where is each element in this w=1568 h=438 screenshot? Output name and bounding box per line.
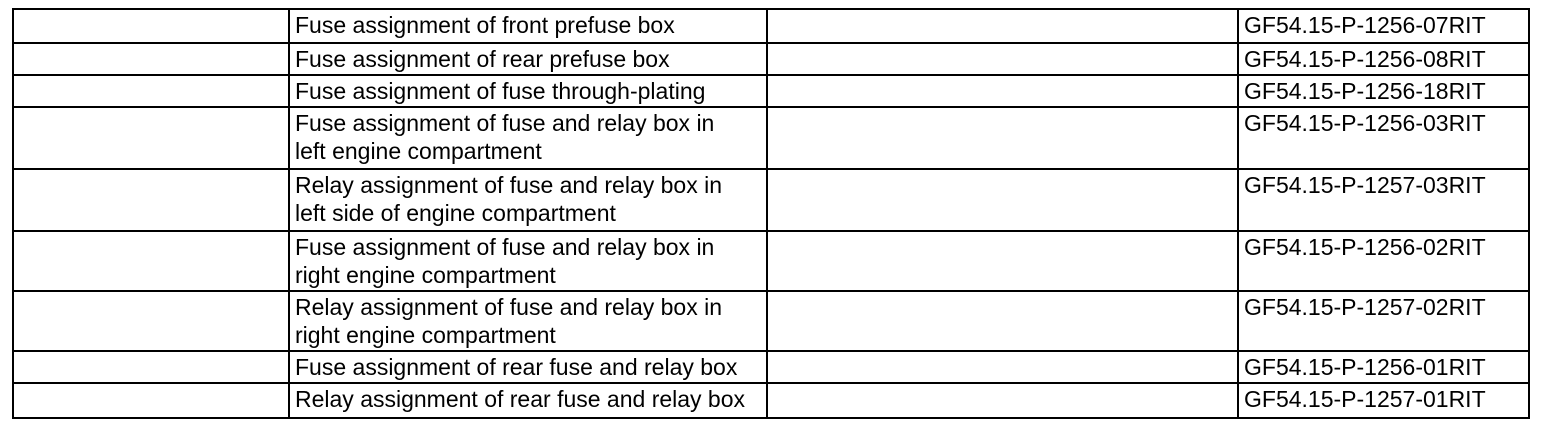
empty-cell [766,106,1239,170]
empty-cell [12,290,290,352]
document-code-cell: GF54.15-P-1256-18RIT [1237,74,1530,108]
document-code-cell: GF54.15-P-1257-01RIT [1237,382,1530,419]
table-row: Relay assignment of rear fuse and relay … [12,382,1530,419]
empty-cell [12,106,290,170]
empty-cell [12,74,290,108]
empty-cell [12,42,290,76]
table-row: Fuse assignment of fuse and relay box in… [12,106,1530,170]
document-code-cell: GF54.15-P-1257-02RIT [1237,290,1530,352]
table-body: Fuse assignment of front prefuse box GF5… [12,8,1530,419]
description-cell: Fuse assignment of rear fuse and relay b… [288,350,768,384]
empty-cell [12,350,290,384]
empty-cell [766,168,1239,232]
description-cell: Fuse assignment of rear prefuse box [288,42,768,76]
description-cell: Relay assignment of fuse and relay box i… [288,290,768,352]
description-cell: Fuse assignment of fuse through-plating [288,74,768,108]
table-row: Fuse assignment of front prefuse box GF5… [12,8,1530,44]
empty-cell [766,350,1239,384]
table-row: Relay assignment of fuse and relay box i… [12,290,1530,352]
empty-cell [12,230,290,292]
description-cell: Fuse assignment of fuse and relay box in… [288,230,768,292]
empty-cell [766,42,1239,76]
empty-cell [766,74,1239,108]
empty-cell [766,230,1239,292]
empty-cell [12,382,290,419]
document-code-cell: GF54.15-P-1256-02RIT [1237,230,1530,292]
fuse-assignment-table: Fuse assignment of front prefuse box GF5… [12,8,1530,419]
table-row: Relay assignment of fuse and relay box i… [12,168,1530,232]
empty-cell [766,382,1239,419]
description-cell: Fuse assignment of fuse and relay box in… [288,106,768,170]
empty-cell [12,8,290,44]
empty-cell [766,290,1239,352]
description-cell: Relay assignment of rear fuse and relay … [288,382,768,419]
document-code-cell: GF54.15-P-1256-08RIT [1237,42,1530,76]
document-code-cell: GF54.15-P-1256-01RIT [1237,350,1530,384]
table-row: Fuse assignment of rear prefuse box GF54… [12,42,1530,76]
document-code-cell: GF54.15-P-1257-03RIT [1237,168,1530,232]
document-code-cell: GF54.15-P-1256-03RIT [1237,106,1530,170]
description-cell: Fuse assignment of front prefuse box [288,8,768,44]
table-row: Fuse assignment of fuse through-plating … [12,74,1530,108]
table-row: Fuse assignment of rear fuse and relay b… [12,350,1530,384]
document-code-cell: GF54.15-P-1256-07RIT [1237,8,1530,44]
empty-cell [766,8,1239,44]
description-cell: Relay assignment of fuse and relay box i… [288,168,768,232]
empty-cell [12,168,290,232]
table-row: Fuse assignment of fuse and relay box in… [12,230,1530,292]
